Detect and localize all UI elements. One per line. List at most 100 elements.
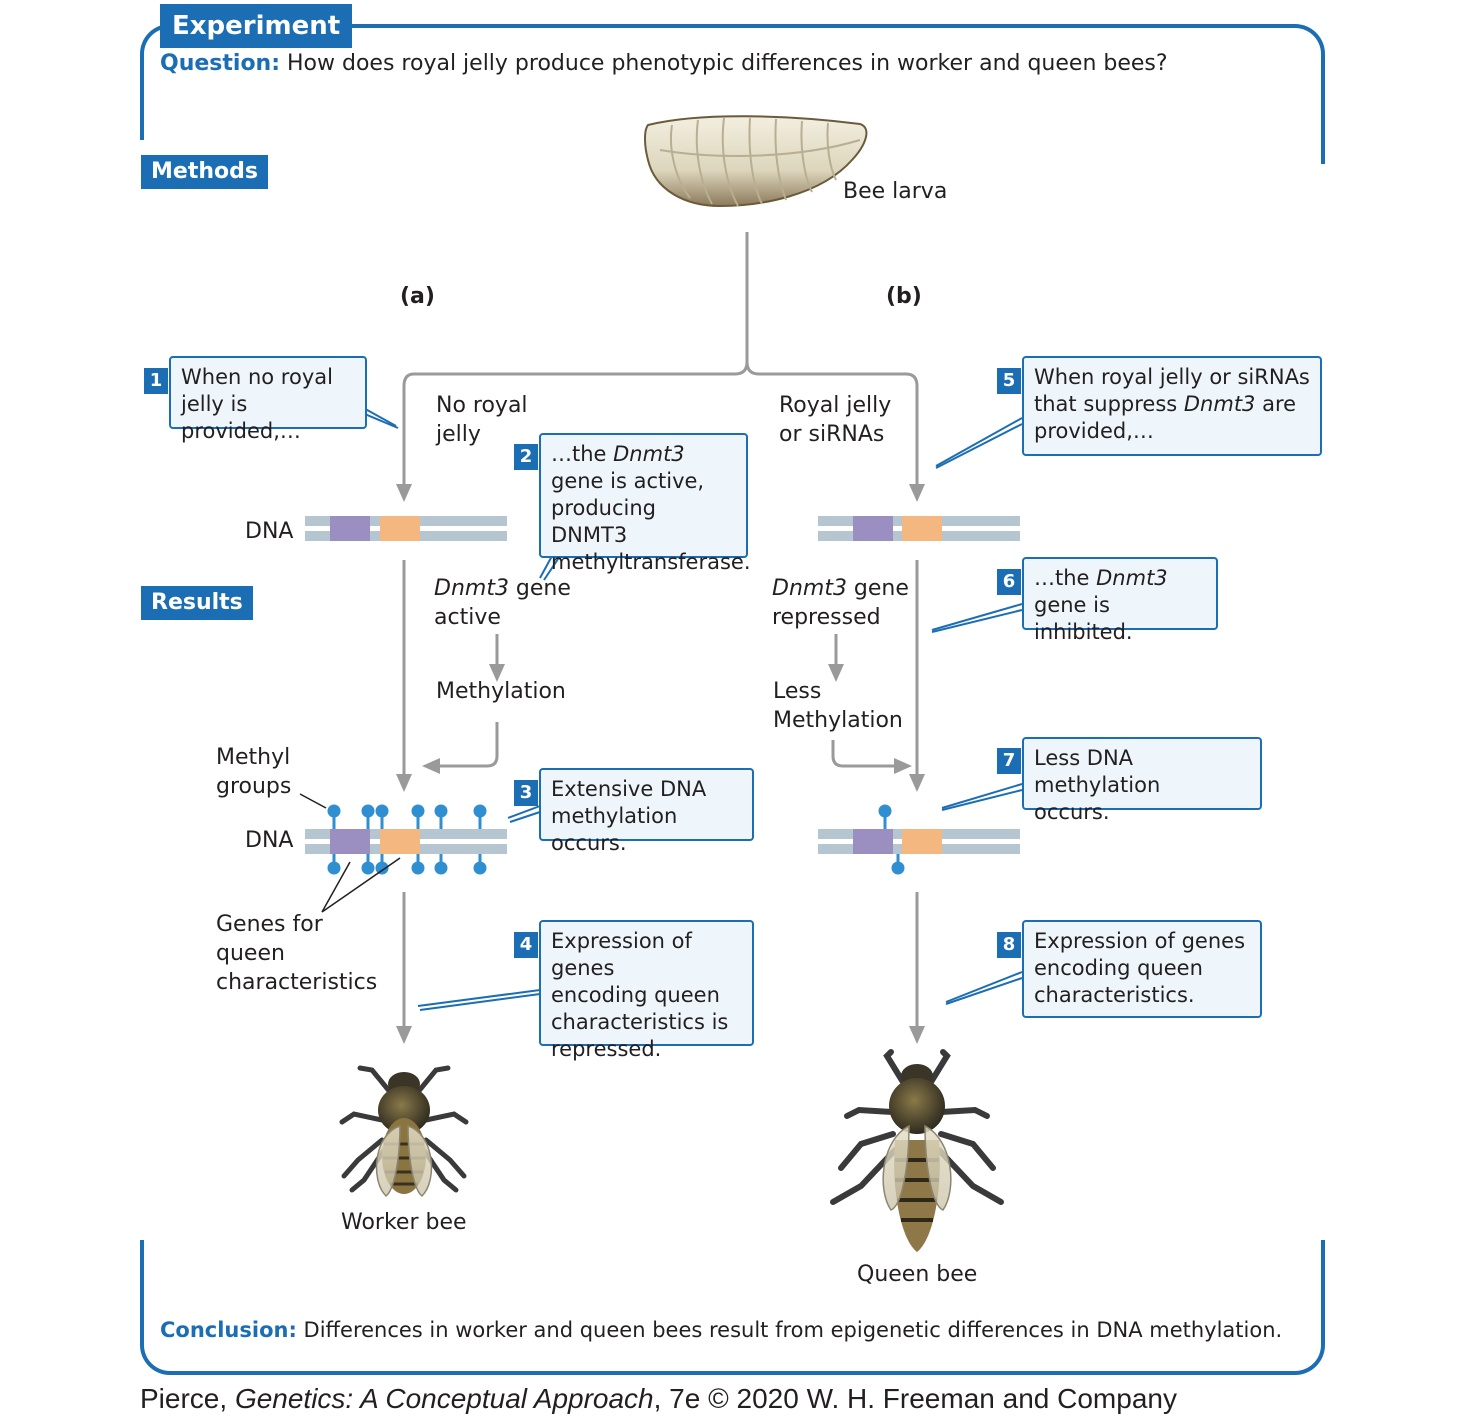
conclusion-text: Differences in worker and queen bees res… bbox=[303, 1318, 1283, 1342]
question: Question: How does royal jelly produce p… bbox=[160, 51, 1168, 76]
dna-upper-right bbox=[818, 516, 1020, 541]
royal-jelly-label: Royal jelly or siRNAs bbox=[779, 391, 891, 449]
label-leaders bbox=[299, 793, 401, 913]
dnmt3-active-rest: gene bbox=[508, 576, 571, 601]
callout-5-post: are bbox=[1255, 392, 1297, 416]
dna-less-methylated-right bbox=[818, 829, 1020, 854]
dna-upper-left bbox=[305, 516, 507, 541]
callout-4-line1: Expression of genes bbox=[551, 929, 692, 980]
callout-6: …the Dnmt3 gene is inhibited. bbox=[1022, 557, 1218, 644]
experiment-frame-top bbox=[140, 24, 1325, 164]
callout-4-line2: encoding queen bbox=[551, 983, 720, 1007]
callout-2-pre: …the bbox=[551, 442, 614, 466]
methyl-groups-left bbox=[327, 804, 487, 875]
step-number-2: 2 bbox=[514, 444, 538, 470]
dna-methylated-left bbox=[305, 829, 507, 854]
callout-2: …the Dnmt3 gene is active, producing DNM… bbox=[539, 433, 751, 574]
genes-for-queen-line2: queen bbox=[216, 941, 285, 966]
methyl-groups-label: Methyl groups bbox=[216, 743, 291, 801]
dnmt3-active-line2: active bbox=[434, 605, 501, 630]
credit-rest: , 7e © 2020 W. H. Freeman and Company bbox=[653, 1383, 1177, 1414]
bee-larva-label: Bee larva bbox=[843, 179, 948, 204]
callout-1: When no royal jelly is provided,… bbox=[169, 356, 367, 443]
genes-for-queen-line3: characteristics bbox=[216, 970, 378, 995]
less-methylation-line2: Methylation bbox=[773, 708, 903, 733]
callout-3: Extensive DNA methylation occurs. bbox=[539, 768, 754, 855]
callout-2-line4: methyltransferase. bbox=[551, 550, 751, 574]
callout-3-line1: Extensive DNA bbox=[551, 777, 707, 801]
worker-bee-label: Worker bee bbox=[341, 1210, 467, 1235]
step-number-1: 1 bbox=[144, 368, 168, 394]
callout-4: Expression of genes encoding queen chara… bbox=[539, 920, 754, 1061]
no-royal-jelly-line1: No royal bbox=[436, 393, 528, 418]
dnmt3-repressed-label: Dnmt3 gene repressed bbox=[772, 574, 909, 632]
callout-7: Less DNA methylation occurs. bbox=[1022, 737, 1262, 824]
queen-bee-illustration bbox=[830, 1049, 1004, 1252]
dnmt3-active-label: Dnmt3 gene active bbox=[434, 574, 571, 632]
panel-a-label: (a) bbox=[400, 284, 435, 309]
royal-jelly-line2: or siRNAs bbox=[779, 422, 885, 447]
step-number-6: 6 bbox=[997, 569, 1021, 595]
callout-5-line1: When royal jelly or siRNAs bbox=[1034, 365, 1310, 389]
conclusion-label: Conclusion: bbox=[160, 1318, 297, 1342]
genes-for-queen-label: Genes for queen characteristics bbox=[216, 910, 377, 997]
dnmt3-repressed-line2: repressed bbox=[772, 605, 881, 630]
callout-2-line3: producing DNMT3 bbox=[551, 496, 657, 547]
experiment-frame-bottom bbox=[140, 1240, 1325, 1375]
no-royal-jelly-line2: jelly bbox=[436, 422, 481, 447]
callout-6-pre: …the bbox=[1034, 566, 1097, 590]
credit-title: Genetics: A Conceptual Approach bbox=[234, 1383, 654, 1414]
callout-8-line1: Expression of genes bbox=[1034, 929, 1246, 953]
callout-6-line2: gene is inhibited. bbox=[1034, 593, 1133, 644]
methyl-groups-line1: Methyl bbox=[216, 745, 291, 770]
callout-pointers bbox=[359, 405, 1023, 1011]
credit-author: Pierce, bbox=[140, 1383, 235, 1414]
methylation-label: Methylation bbox=[436, 679, 566, 704]
callout-8-line2: encoding queen bbox=[1034, 956, 1203, 980]
genes-for-queen-line1: Genes for bbox=[216, 912, 323, 937]
panel-b-label: (b) bbox=[886, 284, 922, 309]
methyl-groups-right bbox=[878, 804, 905, 875]
callout-8-line3: characteristics. bbox=[1034, 983, 1195, 1007]
callout-5-pre: that suppress bbox=[1034, 392, 1184, 416]
callout-6-gene: Dnmt3 bbox=[1096, 566, 1168, 590]
royal-jelly-line1: Royal jelly bbox=[779, 393, 892, 418]
question-label: Question: bbox=[160, 51, 281, 76]
callout-5: When royal jelly or siRNAs that suppress… bbox=[1022, 356, 1322, 456]
callout-4-line3: characteristics is bbox=[551, 1010, 729, 1034]
dnmt3-repressed-rest: gene bbox=[846, 576, 909, 601]
callout-2-line2: gene is active, bbox=[551, 469, 705, 493]
dna-label-lower: DNA bbox=[245, 828, 294, 853]
conclusion: Conclusion: Differences in worker and qu… bbox=[160, 1318, 1282, 1342]
callout-7-line2: occurs. bbox=[1034, 800, 1110, 824]
callout-7-line1: Less DNA methylation bbox=[1034, 746, 1161, 797]
callout-2-gene: Dnmt3 bbox=[613, 442, 685, 466]
callout-1-line2: jelly is provided,… bbox=[181, 392, 301, 443]
queen-bee-label: Queen bee bbox=[857, 1262, 978, 1287]
results-tag: Results bbox=[141, 586, 253, 620]
callout-1-line1: When no royal bbox=[181, 365, 333, 389]
dnmt3-repressed-gene: Dnmt3 bbox=[772, 576, 847, 601]
callout-4-line4: repressed. bbox=[551, 1037, 662, 1061]
question-text: How does royal jelly produce phenotypic … bbox=[287, 51, 1168, 76]
source-credit: Pierce, Genetics: A Conceptual Approach,… bbox=[140, 1383, 1177, 1415]
methods-tag: Methods bbox=[141, 155, 268, 189]
callout-5-gene: Dnmt3 bbox=[1183, 392, 1256, 416]
step-number-8: 8 bbox=[997, 932, 1021, 958]
no-royal-jelly-label: No royal jelly bbox=[436, 391, 528, 449]
callout-5-line3: provided,… bbox=[1034, 419, 1154, 443]
step-number-4: 4 bbox=[514, 932, 538, 958]
less-methylation-line1: Less bbox=[773, 679, 822, 704]
callout-3-line2: methylation occurs. bbox=[551, 804, 678, 855]
step-number-7: 7 bbox=[997, 748, 1021, 774]
worker-bee-illustration bbox=[339, 1065, 469, 1197]
experiment-tag: Experiment bbox=[160, 4, 353, 48]
arrow-heads bbox=[396, 484, 925, 1044]
callout-8: Expression of genes encoding queen chara… bbox=[1022, 920, 1262, 1018]
step-number-3: 3 bbox=[514, 780, 538, 806]
dna-label-upper: DNA bbox=[245, 519, 294, 544]
dnmt3-active-gene: Dnmt3 bbox=[434, 576, 509, 601]
flow-arrows bbox=[402, 232, 919, 1030]
bee-larva-illustration bbox=[644, 115, 868, 208]
